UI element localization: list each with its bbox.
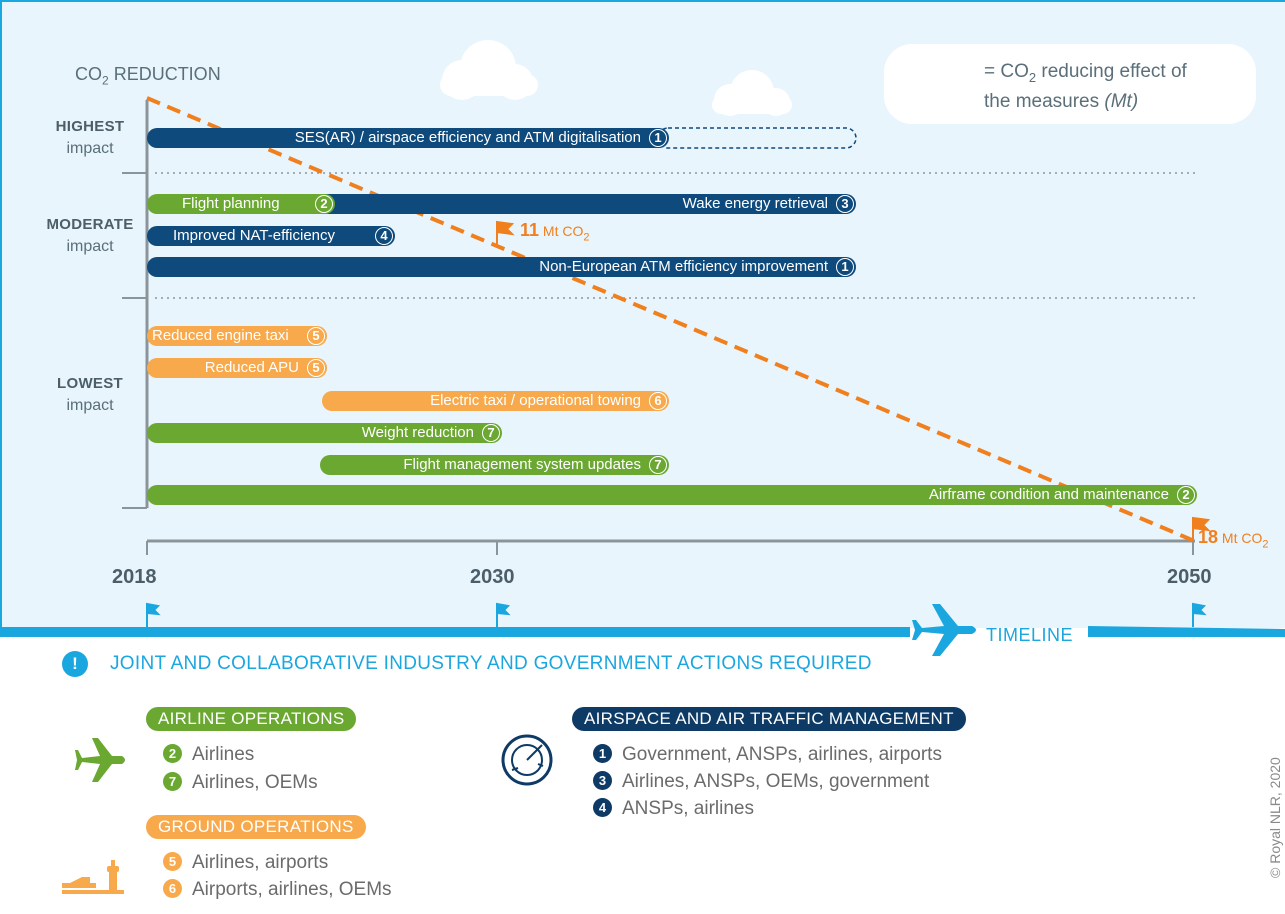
measure-label: Non-European ATM efficiency improvement (539, 258, 828, 275)
actions-title: JOINT AND COLLABORATIVE INDUSTRY AND GOV… (110, 653, 872, 674)
measure-label: Weight reduction (361, 424, 474, 441)
measure-bar: Wake energy retrieval 3 (300, 194, 856, 214)
measure-label: SES(AR) / airspace efficiency and ATM di… (294, 129, 641, 146)
flag-icon (1192, 602, 1207, 627)
number-badge: 7 (163, 772, 182, 791)
co2-reduction-line (146, 96, 1193, 542)
flag-icon (496, 602, 511, 627)
year-label: 2018 (112, 566, 157, 588)
measure-number: 5 (307, 327, 325, 345)
co2-result-2030: 11 Mt CO2 (520, 220, 590, 244)
measure-bar: Flight planning 2 (147, 194, 335, 214)
airline-ops-title: AIRLINE OPERATIONS (146, 707, 357, 731)
measure-number: 4 (375, 227, 393, 245)
timeline-band (0, 627, 910, 637)
flag-icon (496, 220, 515, 244)
control-tower-icon (62, 860, 124, 894)
cloud-icon (440, 40, 538, 100)
number-badge: 2 (163, 744, 182, 763)
measure-label: Reduced APU (204, 359, 299, 376)
measure-bar: Electric taxi / operational towing 6 (322, 391, 669, 411)
cloud-icon (712, 70, 792, 116)
measure-bar: Flight management system updates 7 (320, 455, 669, 475)
number-badge: 3 (593, 771, 612, 790)
measure-bar: Airframe condition and maintenance 2 (147, 485, 1197, 505)
number-badge: 5 (163, 852, 182, 871)
airplane-icon (75, 738, 125, 782)
measure-bar: Reduced engine taxi 5 (147, 326, 327, 346)
flag-icon (1192, 516, 1211, 541)
number-badge: 1 (593, 744, 612, 763)
measure-number: 1 (836, 258, 854, 276)
measure-bar: Non-European ATM efficiency improvement 1 (147, 257, 856, 277)
measure-number: 5 (307, 359, 325, 377)
alert-icon: ! (62, 651, 88, 677)
measure-number: 6 (649, 392, 667, 410)
measure-number: 2 (315, 195, 333, 213)
measure-label: Wake energy retrieval (682, 195, 828, 212)
measure-bar: Improved NAT-efficiency 4 (147, 226, 395, 246)
timeline-label: TIMELINE (986, 625, 1074, 645)
measure-label: Flight management system updates (403, 456, 641, 473)
axis-title: CO2 REDUCTION (75, 64, 221, 88)
measure-number: 2 (1177, 486, 1195, 504)
measure-bar: Reduced APU 5 (147, 358, 327, 378)
atm-title: AIRSPACE AND AIR TRAFFIC MANAGEMENT (572, 707, 966, 731)
measure-label: Flight planning (182, 195, 280, 212)
radar-icon (501, 734, 553, 786)
number-badge: 6 (163, 879, 182, 898)
measure-bar: Weight reduction 7 (147, 423, 502, 443)
measure-label: Reduced engine taxi (152, 327, 289, 344)
ground-ops-title: GROUND OPERATIONS (146, 815, 366, 839)
airplane-icon (912, 604, 976, 656)
number-badge: 4 (593, 798, 612, 817)
measure-number: 7 (649, 456, 667, 474)
year-label: 2030 (470, 566, 515, 588)
copyright: © Royal NLR, 2020 (1267, 757, 1283, 878)
measure-label: Electric taxi / operational towing (430, 392, 641, 409)
measure-label: Airframe condition and maintenance (928, 486, 1169, 503)
measure-number: 3 (836, 195, 854, 213)
year-label: 2050 (1167, 566, 1212, 588)
measure-bar: SES(AR) / airspace efficiency and ATM di… (147, 128, 669, 148)
measure-label: Improved NAT-efficiency (173, 227, 336, 244)
ses-extension-outline (657, 127, 857, 149)
legend: = CO2 reducing effect of the measures (M… (884, 44, 1256, 124)
flag-icon (146, 602, 161, 627)
legend-text: = CO2 reducing effect of the measures (M… (984, 61, 1187, 112)
measure-number: 1 (649, 129, 667, 147)
measure-number: 7 (482, 424, 500, 442)
co2-result-2050: 18 Mt CO2 (1198, 527, 1269, 551)
